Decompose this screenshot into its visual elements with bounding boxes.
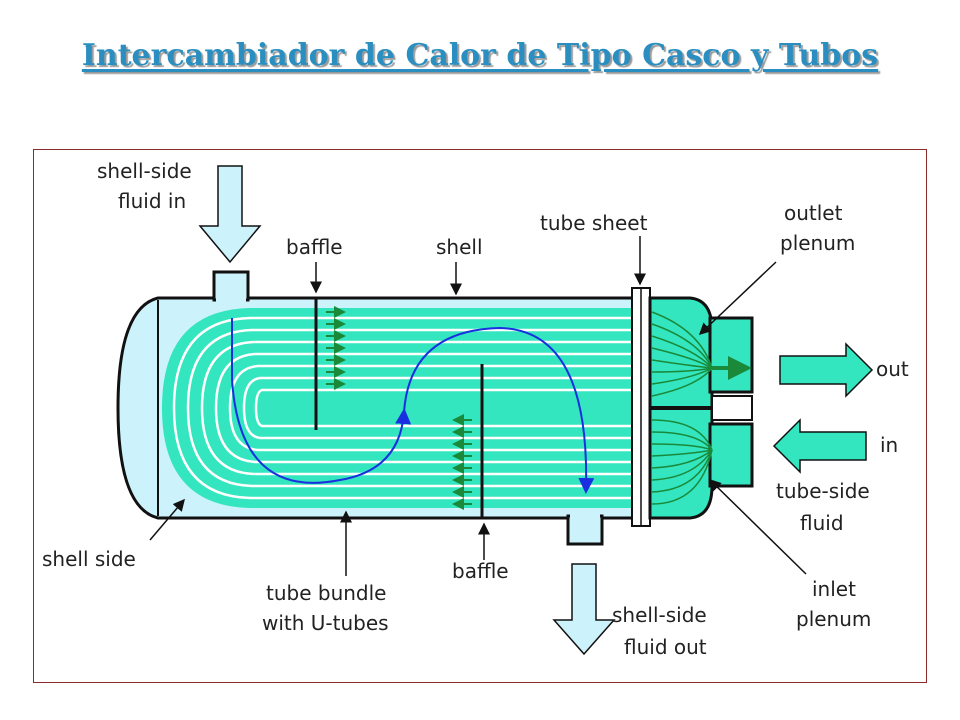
label-shell: shell <box>436 235 483 259</box>
tube-flow-arrows <box>326 306 472 510</box>
label-baffle-bottom: baffle <box>452 559 509 583</box>
label-tube-fluid-2: fluid <box>800 511 844 535</box>
label-shell-in-2: fluid in <box>118 189 186 213</box>
outlet-fan <box>651 311 752 397</box>
label-bundle-2: with U-tubes <box>262 611 389 635</box>
label-outlet-1: outlet <box>784 201 843 225</box>
label-baffle-top: baffle <box>286 235 343 259</box>
tube-out-arrow <box>779 342 874 398</box>
tube-inlet-nozzle <box>708 422 754 488</box>
tube-bundle <box>162 308 640 508</box>
label-tube-fluid-1: tube-side <box>776 479 870 503</box>
label-shell-out-2: fluid out <box>624 635 707 659</box>
label-bundle-1: tube bundle <box>266 581 386 605</box>
label-inlet-1: inlet <box>812 577 856 601</box>
shell-in-arrow <box>198 165 262 264</box>
tube-in-arrow <box>772 418 867 474</box>
shell-out-arrow <box>552 563 616 656</box>
label-shell-side: shell side <box>42 547 136 571</box>
shell-flow-path-2 <box>403 326 595 494</box>
inlet-fan <box>651 419 713 505</box>
pointer-arrows <box>149 236 807 576</box>
label-shell-in-1: shell-side <box>97 159 192 183</box>
tube-outlet-nozzle <box>708 316 754 394</box>
label-tube-sheet: tube sheet <box>540 211 648 235</box>
page-title: Intercambiador de Calor de Tipo Casco y … <box>81 38 879 73</box>
label-outlet-2: plenum <box>780 231 855 255</box>
label-in: in <box>880 433 898 457</box>
shell-flow-path <box>231 318 412 484</box>
label-inlet-2: plenum <box>796 607 871 631</box>
label-shell-out-1: shell-side <box>612 603 707 627</box>
label-out: out <box>876 357 909 381</box>
